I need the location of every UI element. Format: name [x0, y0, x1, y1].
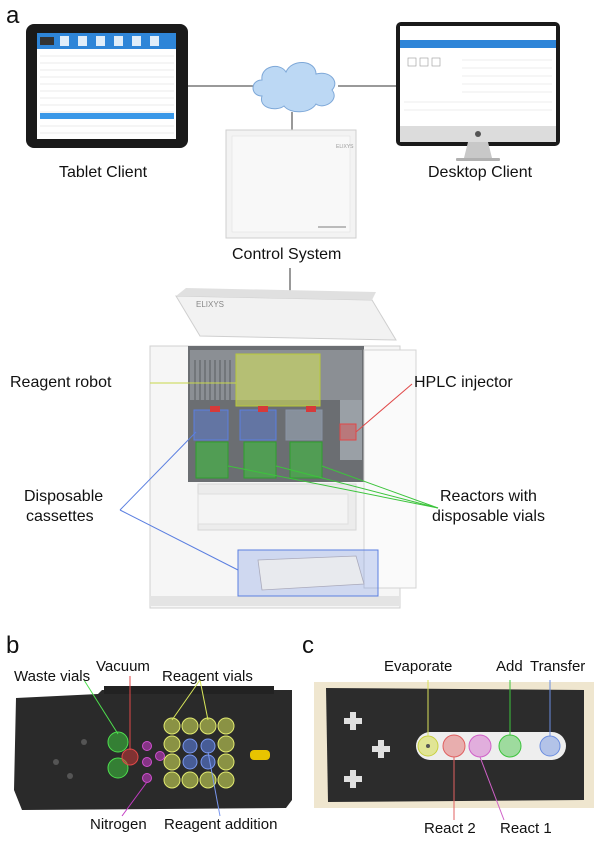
reactor-callout-2 — [275, 465, 439, 509]
disposable-cassettes-label-2: cassettes — [26, 508, 94, 525]
desktop-monitor-icon — [396, 22, 560, 161]
cassette-2-highlight — [239, 409, 277, 441]
nitrogen-port-2 — [142, 757, 152, 767]
reagent-addition-label: Reagent addition — [164, 816, 278, 833]
connector-fitting — [250, 750, 270, 760]
nitrogen-port-3 — [142, 773, 152, 783]
panel-letter-b: b — [6, 632, 20, 659]
transfer-label: Transfer — [530, 658, 586, 675]
waste-vials-label: Waste vials — [14, 668, 91, 685]
screw-icons — [344, 712, 390, 788]
vial-cap-1 — [210, 406, 220, 412]
reactor-callout-1 — [227, 465, 439, 509]
add-position — [498, 734, 522, 758]
react2-label: React 2 — [424, 820, 476, 837]
nitrogen-label: Nitrogen — [90, 816, 147, 833]
panel-b-illustration — [8, 676, 294, 817]
vacuum-port — [121, 748, 139, 766]
reagent-addition-group — [182, 738, 216, 770]
reactors-label-1: Reactors with — [440, 488, 537, 505]
cassette-body — [14, 690, 292, 810]
control-system-label: Control System — [232, 246, 342, 263]
reactor-3-highlight — [289, 441, 323, 479]
waste-vial-2 — [107, 757, 129, 779]
panel-a-illustration: ELIXYS — [26, 22, 560, 609]
vial-cap-3 — [306, 406, 316, 412]
network-cloud-icon — [252, 62, 336, 113]
evaporate-label: Evaporate — [384, 658, 453, 675]
nitrogen-port-4 — [155, 751, 165, 761]
cassette-3-area — [285, 409, 323, 441]
cassette-1-highlight — [193, 409, 229, 441]
tablet-client-label: Tablet Client — [59, 164, 148, 181]
control-system-box: ELIXYS — [225, 129, 357, 239]
transfer-position — [539, 735, 561, 757]
cassette-callout-2 — [119, 509, 239, 571]
reagent-robot-label: Reagent robot — [10, 374, 112, 391]
desktop-client-label: Desktop Client — [428, 164, 533, 181]
waste-vial-1 — [107, 731, 129, 753]
cassette-callout-1 — [119, 431, 197, 511]
disposable-cassettes-label-1: Disposable — [24, 488, 104, 505]
react1-position — [468, 734, 492, 758]
add-label: Add — [496, 658, 523, 675]
panel-letter-c: c — [302, 632, 314, 659]
hplc-callout — [355, 383, 413, 433]
hplc-injector-label: HPLC injector — [414, 374, 513, 391]
panel-letter-a: a — [6, 2, 20, 29]
reactor-1-highlight — [195, 441, 229, 479]
cassette-icon — [257, 555, 365, 591]
react2-position — [442, 734, 466, 758]
reagent-robot-highlight — [235, 353, 321, 407]
panel-c-illustration — [314, 680, 594, 821]
react1-label: React 1 — [500, 820, 552, 837]
nitrogen-port-1 — [142, 741, 152, 751]
instrument-brand: ELIXYS — [196, 300, 225, 309]
tablet-device-icon — [26, 24, 188, 148]
vacuum-label: Vacuum — [96, 658, 150, 675]
reactor-callout-3 — [321, 465, 439, 509]
vial-cap-2 — [258, 406, 268, 412]
reagent-vials-label: Reagent vials — [162, 668, 253, 685]
svg-text:ELIXYS: ELIXYS — [336, 144, 354, 150]
hplc-injector-highlight — [339, 423, 357, 441]
reactors-label-2: disposable vials — [432, 508, 545, 525]
